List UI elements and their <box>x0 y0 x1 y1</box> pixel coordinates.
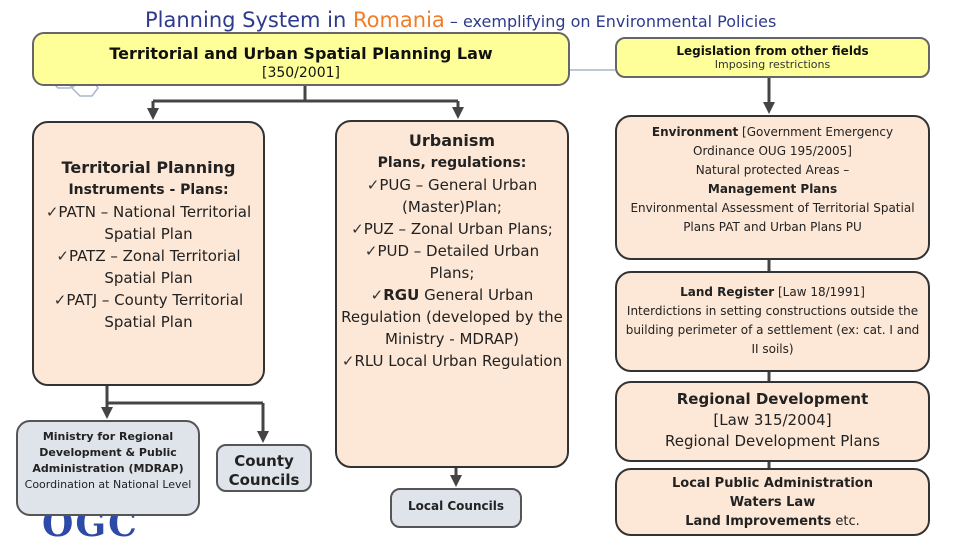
local-public-administration-box: Local Public Administration Waters Law L… <box>615 468 930 536</box>
checkmark-icon: ✓ <box>351 220 364 238</box>
title-part-3: – exemplifying on Environmental Policies <box>444 12 777 31</box>
list-item: ✓RGU General Urban Regulation (developed… <box>341 286 563 348</box>
checkmark-icon: ✓ <box>56 247 69 265</box>
list-item: ✓PATN – National Territorial Spatial Pla… <box>45 203 252 243</box>
list-item: ✓PATJ – County Territorial Spatial Plan <box>53 291 244 331</box>
checkmark-icon: ✓ <box>364 242 378 260</box>
list-item: ✓RLU Local Urban Regulation <box>341 352 563 370</box>
checkmark-icon: ✓ <box>341 352 355 370</box>
local-councils-box: Local Councils <box>390 488 522 528</box>
county-councils-box: County Councils <box>216 444 312 492</box>
environment-box: Environment [Government Emergency Ordina… <box>615 115 930 260</box>
planning-law-box: Territorial and Urban Spatial Planning L… <box>32 32 570 86</box>
other-legislation-subtitle: Imposing restrictions <box>714 58 831 71</box>
urbanism-subheading: Plans, regulations: <box>377 155 527 171</box>
territorial-planning-box: Territorial Planning Instruments - Plans… <box>32 121 265 386</box>
title-part-2: Romania <box>352 8 445 32</box>
list-item: ✓PUD – Detailed Urban Plans; <box>364 242 540 282</box>
planning-law-title: Territorial and Urban Spatial Planning L… <box>109 44 493 63</box>
urbanism-box: Urbanism Plans, regulations: ✓PUG – Gene… <box>335 120 569 468</box>
list-item: ✓PUZ – Zonal Urban Plans; <box>351 220 553 238</box>
other-legislation-box: Legislation from other fields Imposing r… <box>615 37 930 78</box>
checkmark-icon: ✓ <box>366 176 380 194</box>
checkmark-icon: ✓ <box>53 291 67 309</box>
list-item: ✓PUG – General Urban (Master)Plan; <box>366 176 538 216</box>
territorial-planning-subheading: Instruments - Plans: <box>68 182 229 198</box>
territorial-planning-heading: Territorial Planning <box>61 158 236 177</box>
regional-development-box: Regional Development [Law 315/2004] Regi… <box>615 381 930 462</box>
title-part-1: Planning System in <box>145 8 353 32</box>
checkmark-icon: ✓ <box>370 286 384 304</box>
page-title: Planning System in Romania – exemplifyin… <box>145 8 776 32</box>
land-register-box: Land Register [Law 18/1991] Interdiction… <box>615 271 930 372</box>
urbanism-heading: Urbanism <box>408 131 496 150</box>
other-legislation-title: Legislation from other fields <box>676 44 869 58</box>
planning-law-number: [350/2001] <box>262 65 340 81</box>
list-item: ✓PATZ – Zonal Territorial Spatial Plan <box>56 247 241 287</box>
checkmark-icon: ✓ <box>45 203 59 221</box>
mdrap-box: Ministry for Regional Development & Publ… <box>16 420 200 516</box>
